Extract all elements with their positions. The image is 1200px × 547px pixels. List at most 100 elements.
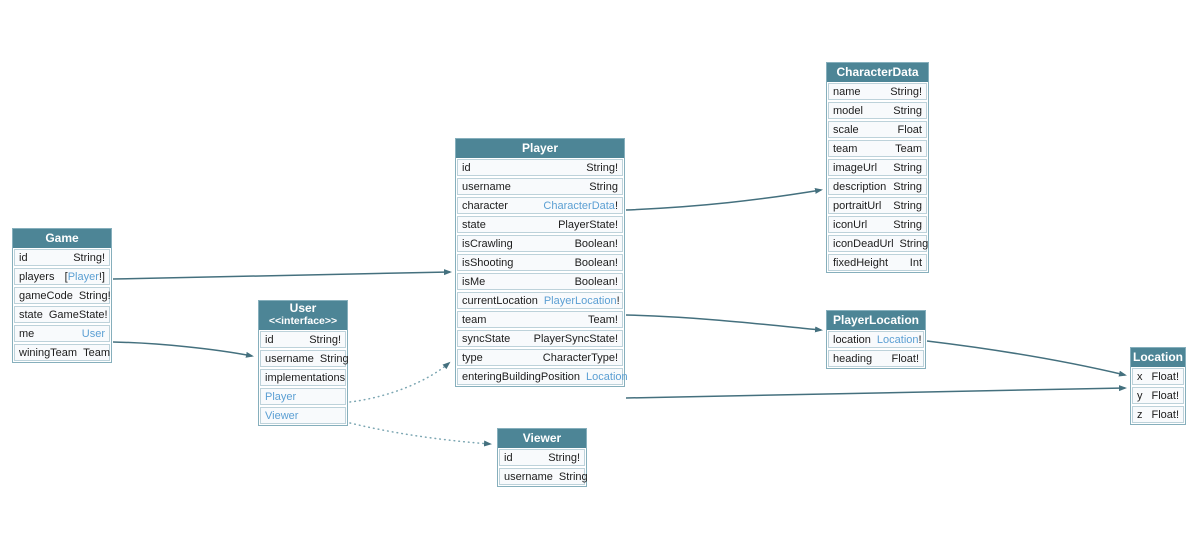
implementation-link-row[interactable]: Player bbox=[260, 388, 346, 405]
field-type: Boolean! bbox=[574, 237, 618, 250]
type-header-viewer[interactable]: Viewer bbox=[498, 429, 586, 448]
field-row[interactable]: enteringBuildingPosition Location bbox=[457, 368, 628, 385]
field-row[interactable]: z Float! bbox=[1132, 406, 1184, 423]
type-header-characterdata[interactable]: CharacterData bbox=[827, 63, 928, 82]
field-name: description bbox=[833, 180, 887, 193]
field-type: Boolean! bbox=[574, 275, 618, 288]
field-name: id bbox=[265, 333, 274, 346]
field-name: enteringBuildingPosition bbox=[462, 370, 581, 383]
section-label-row[interactable]: implementations bbox=[260, 369, 346, 386]
field-name: model bbox=[833, 104, 863, 117]
field-type: User bbox=[82, 328, 105, 340]
field-name: me bbox=[19, 327, 35, 340]
field-name: imageUrl bbox=[833, 161, 878, 174]
type-link[interactable]: User bbox=[81, 327, 105, 340]
field-type: Boolean! bbox=[574, 256, 618, 269]
field-name: state bbox=[19, 308, 43, 321]
field-type: GameState! bbox=[48, 308, 108, 321]
field-name: state bbox=[462, 218, 486, 231]
field-type: Float! bbox=[1151, 408, 1179, 421]
field-name: isCrawling bbox=[462, 237, 513, 250]
field-type: Float! bbox=[891, 352, 919, 365]
field-name: z bbox=[1137, 408, 1143, 421]
field-name: syncState bbox=[462, 332, 511, 345]
type-header-game[interactable]: Game bbox=[13, 229, 111, 248]
type-link[interactable]: CharacterData bbox=[543, 199, 615, 212]
type-link[interactable]: Location bbox=[876, 333, 919, 346]
field-name: portraitUrl bbox=[833, 199, 882, 212]
type-header-user[interactable]: User<<interface>> bbox=[259, 301, 347, 330]
field-type: String! bbox=[73, 251, 105, 264]
implementation-link-row[interactable]: Viewer bbox=[260, 407, 346, 424]
field-row[interactable]: players[Player!] bbox=[14, 268, 110, 285]
edge-game-players-to-player bbox=[112, 269, 452, 280]
field-name: iconDeadUrl bbox=[833, 237, 894, 250]
field-row[interactable]: username String bbox=[499, 468, 588, 485]
field-name: isMe bbox=[462, 275, 486, 288]
field-type: String bbox=[893, 161, 922, 174]
field-row[interactable]: isCrawling Boolean! bbox=[457, 235, 623, 252]
type-link[interactable]: Player bbox=[265, 390, 297, 403]
field-type: Float! bbox=[1151, 370, 1179, 383]
field-name: players bbox=[19, 270, 55, 283]
field-row[interactable]: imageUrl String bbox=[828, 159, 927, 176]
type-title: Location bbox=[1133, 350, 1183, 364]
field-row[interactable]: state GameState! bbox=[14, 306, 110, 323]
field-name: iconUrl bbox=[833, 218, 868, 231]
type-header-location[interactable]: Location bbox=[1131, 348, 1185, 367]
field-type: String bbox=[589, 180, 618, 193]
field-name: type bbox=[462, 351, 483, 364]
field-row[interactable]: iconDeadUrl String bbox=[828, 235, 929, 252]
type-header-playerlocation[interactable]: PlayerLocation bbox=[827, 311, 925, 330]
type-link[interactable]: Location bbox=[586, 370, 628, 383]
type-link[interactable]: PlayerLocation bbox=[543, 294, 617, 307]
field-type: CharacterData! bbox=[543, 200, 618, 212]
field-name: gameCode bbox=[19, 289, 73, 302]
field-type: String bbox=[899, 237, 929, 250]
field-name: username bbox=[504, 470, 553, 483]
field-row[interactable]: isMe Boolean! bbox=[457, 273, 623, 290]
type-header-player[interactable]: Player bbox=[456, 139, 624, 158]
type-title: CharacterData bbox=[836, 65, 919, 79]
field-type: Team! bbox=[588, 313, 618, 326]
field-row[interactable]: me User bbox=[14, 325, 110, 342]
field-type: String bbox=[319, 352, 349, 365]
type-link[interactable]: Viewer bbox=[265, 409, 299, 422]
type-link[interactable]: Player bbox=[67, 270, 99, 283]
field-type: String bbox=[558, 470, 588, 483]
edge-user-player-to-player bbox=[349, 361, 451, 403]
